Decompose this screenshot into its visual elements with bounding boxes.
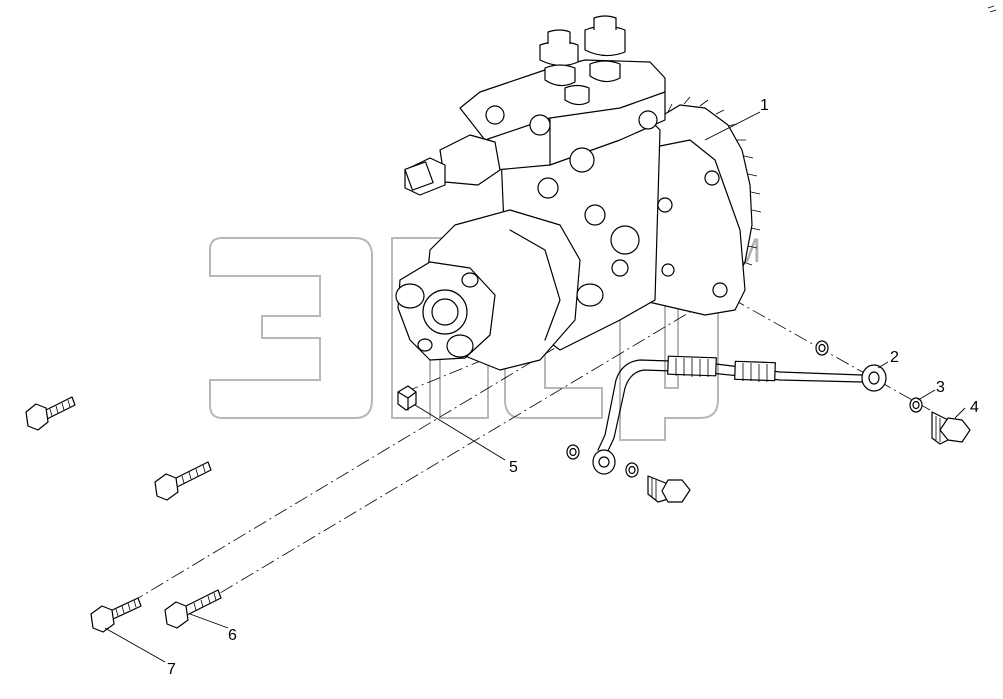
fuel-pump-assembly xyxy=(395,15,762,371)
bolt-part-7 xyxy=(90,597,142,633)
callout-2: 2 xyxy=(890,349,899,366)
callout-7: 7 xyxy=(167,661,176,678)
bolt-upper-left xyxy=(25,396,76,431)
plug-part-5 xyxy=(397,385,417,411)
callout-labels: 1 2 3 4 5 6 7 xyxy=(167,97,979,678)
banjo-bolt-part-4-right xyxy=(931,411,971,445)
callout-4: 4 xyxy=(970,399,979,416)
callout-1: 1 xyxy=(760,97,769,114)
callout-6: 6 xyxy=(228,627,237,644)
washers-part-3 xyxy=(566,340,923,478)
leader-lines xyxy=(104,111,966,663)
callout-5: 5 xyxy=(509,459,518,476)
bolt-middle xyxy=(154,461,212,501)
callout-3: 3 xyxy=(936,379,945,396)
banjo-bolt-part-4-left xyxy=(647,475,691,503)
fuel-pipe-part-2 xyxy=(592,355,887,475)
bolt-part-6 xyxy=(164,589,222,629)
corner-mark xyxy=(987,5,997,13)
